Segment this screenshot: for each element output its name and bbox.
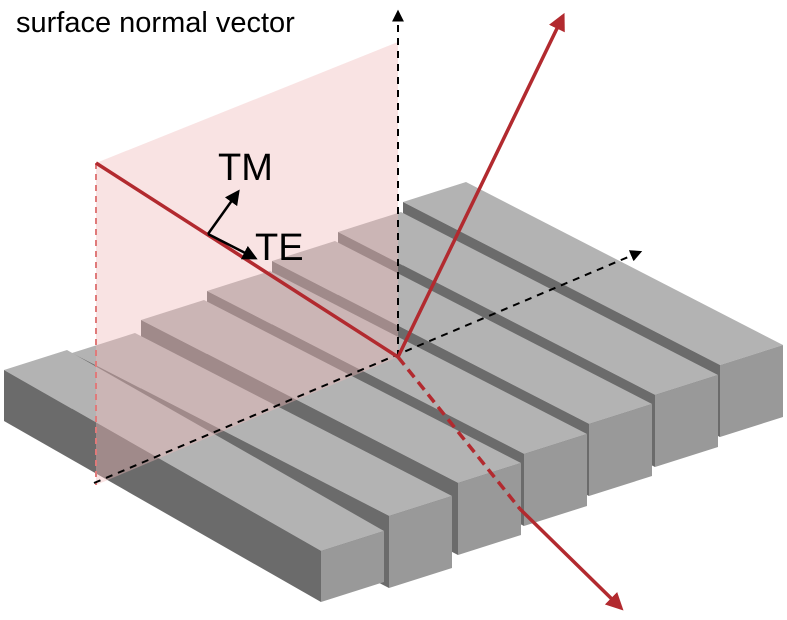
- bar-top-face: [141, 300, 521, 483]
- bar-top-face: [207, 271, 587, 454]
- transmitted-beam-dashed: [396, 355, 522, 511]
- bar-end-face: [458, 463, 521, 555]
- bar-end-face: [321, 531, 384, 602]
- bar-end-face: [589, 404, 652, 496]
- incident-beam: [95, 161, 399, 359]
- in-plane-axis: [93, 250, 643, 484]
- te-label: TE: [255, 227, 304, 269]
- bar-end-face: [720, 345, 783, 437]
- reflected-beam: [396, 12, 565, 358]
- bar-end-face: [389, 496, 452, 588]
- bar-end-face: [524, 434, 587, 526]
- bar-top-face: [272, 241, 652, 424]
- bar-left-face: [4, 370, 321, 602]
- bar-top-face: [403, 182, 783, 365]
- tm-label: TM: [218, 147, 273, 189]
- transmitted-beam: [518, 507, 624, 611]
- surface-normal-label: surface normal vector: [16, 7, 295, 39]
- bar-top-face: [338, 212, 718, 395]
- bar-end-face: [655, 375, 718, 467]
- grating-bar: [4, 350, 384, 602]
- tm-polarization-vector: [206, 189, 240, 235]
- grating-bars: [4, 182, 783, 602]
- plane-of-incidence: [96, 42, 398, 485]
- bar-top-face: [72, 333, 452, 516]
- bar-top-face: [4, 350, 384, 551]
- te-polarization-vector: [207, 232, 258, 260]
